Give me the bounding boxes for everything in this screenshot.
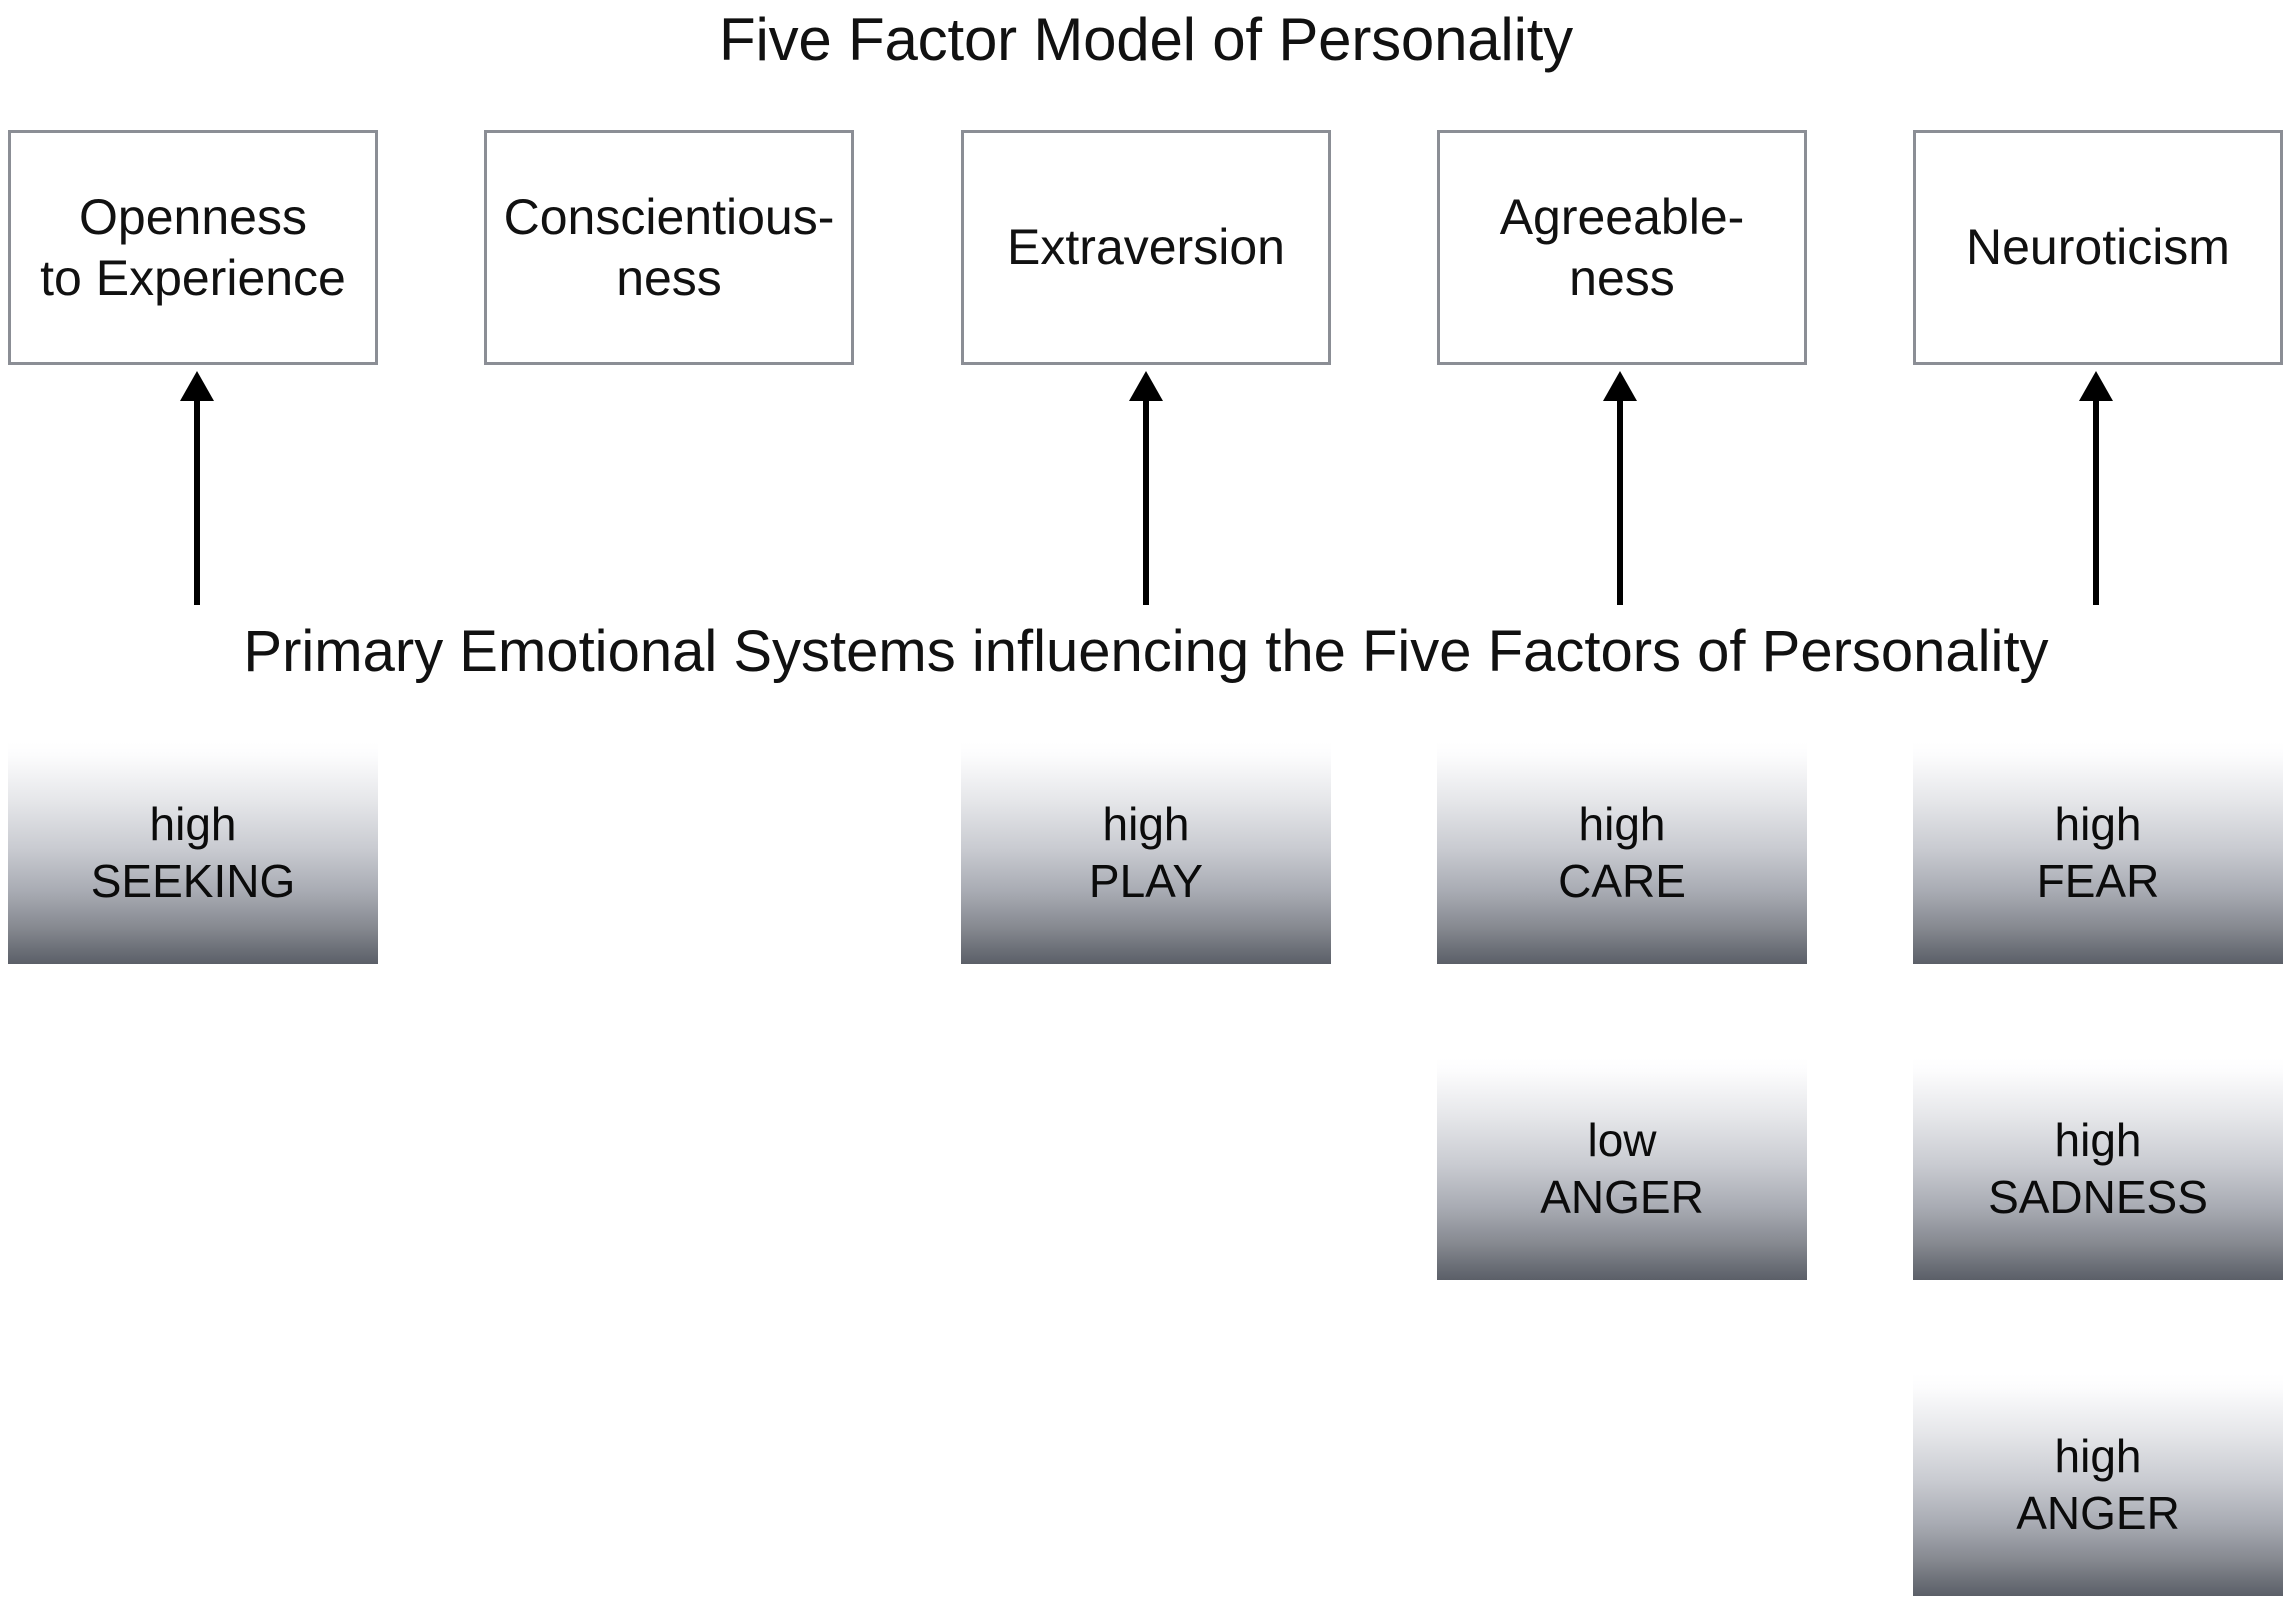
- emotion-quality-seeking: high: [149, 797, 237, 850]
- factor-box-extraversion: Extraversion: [961, 130, 1331, 365]
- factor-label-neuroticism-line1: Neuroticism: [1966, 219, 2230, 275]
- arrow-up-icon-agreeableness: [1617, 397, 1623, 605]
- emotion-quality-play: high: [1102, 797, 1190, 850]
- emotion-system-sadness: SADNESS: [1988, 1171, 2208, 1223]
- emotion-quality-fear: high: [2054, 797, 2142, 850]
- factor-box-agreeableness: Agreeable- ness: [1437, 130, 1807, 365]
- factor-label-openness-line2: to Experience: [40, 249, 346, 306]
- arrow-up-icon-openness: [194, 397, 200, 605]
- arrow-up-icon-neuroticism: [2093, 397, 2099, 605]
- emotion-system-anger-high: ANGER: [2016, 1487, 2180, 1539]
- emotion-system-seeking: SEEKING: [90, 855, 296, 907]
- page-title: Five Factor Model of Personality: [719, 6, 1573, 73]
- factor-label-conscientiousness-line2: ness: [616, 249, 722, 306]
- emotion-box-low-anger: low ANGER: [1437, 1058, 1807, 1280]
- emotion-quality-care: high: [1578, 797, 1666, 850]
- emotion-box-high-fear: high FEAR: [1913, 742, 2283, 964]
- emotion-box-high-care: high CARE: [1437, 742, 1807, 964]
- emotion-system-care: CARE: [1558, 855, 1686, 907]
- factor-label-extraversion-line1: Extraversion: [1007, 219, 1285, 275]
- emotion-box-high-seeking: high SEEKING: [8, 742, 378, 964]
- factor-label-agreeableness-line1: Agreeable-: [1499, 188, 1745, 245]
- emotion-system-play: PLAY: [1088, 855, 1204, 907]
- emotion-quality-anger-low: low: [1587, 1113, 1657, 1166]
- factor-box-conscientiousness: Conscientious- ness: [484, 130, 854, 365]
- emotion-system-fear: FEAR: [2036, 855, 2160, 907]
- arrow-up-icon-extraversion: [1143, 397, 1149, 605]
- factor-box-openness: Openness to Experience: [8, 130, 378, 365]
- emotion-quality-sadness: high: [2054, 1113, 2142, 1166]
- factor-box-neuroticism: Neuroticism: [1913, 130, 2283, 365]
- factor-label-conscientiousness-line1: Conscientious-: [503, 188, 835, 245]
- subtitle: Primary Emotional Systems influencing th…: [243, 619, 2049, 684]
- emotion-box-high-play: high PLAY: [961, 742, 1331, 964]
- emotion-box-high-anger: high ANGER: [1913, 1374, 2283, 1596]
- emotion-box-high-sadness: high SADNESS: [1913, 1058, 2283, 1280]
- emotion-system-anger-low: ANGER: [1540, 1171, 1704, 1223]
- factor-label-openness-line1: Openness: [79, 188, 307, 245]
- emotion-quality-anger-high: high: [2054, 1429, 2142, 1482]
- factor-label-agreeableness-line2: ness: [1569, 249, 1675, 306]
